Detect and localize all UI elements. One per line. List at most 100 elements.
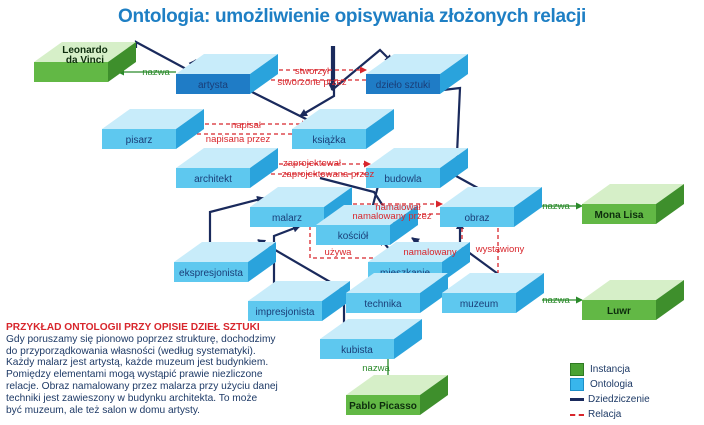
box-side <box>250 54 278 94</box>
node-label: impresjonista <box>256 307 315 318</box>
legend-label: Relacja <box>588 409 622 420</box>
box-side <box>516 273 544 313</box>
box-front <box>366 74 440 94</box>
description-heading: PRZYKŁAD ONTOLOGII PRZY OPISIE DZIEŁ SZT… <box>6 322 260 333</box>
node-label: muzeum <box>460 299 498 310</box>
relation-label: napisana przez <box>206 134 271 145</box>
node-ksiazka: książka <box>292 109 394 149</box>
box-front <box>366 168 440 188</box>
node-label: Luwr <box>607 306 631 317</box>
box-side <box>442 242 470 282</box>
box-top <box>440 187 542 207</box>
relation-label: wystawiony <box>475 244 525 255</box>
node-label: malarz <box>272 213 302 224</box>
legend-label: Instancja <box>590 364 631 375</box>
legend: Instancja Ontologia Dziedziczenie Relacj… <box>570 362 700 422</box>
node-pisarz: pisarz <box>102 109 204 149</box>
box-side <box>440 148 468 188</box>
box-side <box>440 54 468 94</box>
relation-label: zaprojektował <box>283 158 342 169</box>
box-top <box>366 54 468 74</box>
relation-line-swatch <box>570 413 584 416</box>
inheritance-line-swatch <box>570 398 584 401</box>
relation-label: namalowany przez <box>352 211 431 222</box>
node-label: architekt <box>194 174 232 185</box>
relation-label: namalowany <box>403 247 457 258</box>
node-dzielo: dzieło sztuki <box>366 54 468 94</box>
box-front <box>346 293 420 313</box>
relation-label: używa <box>325 247 353 258</box>
box-front <box>320 339 394 359</box>
box-side <box>420 375 448 415</box>
box-top <box>292 109 394 129</box>
inherit-dzielo <box>331 48 393 91</box>
relation-label: namalował <box>375 202 421 213</box>
node-label: kubista <box>341 345 373 356</box>
box-top <box>582 280 684 300</box>
node-impresjonista: impresjonista <box>248 281 350 321</box>
legend-label: Dziedziczenie <box>588 394 650 405</box>
description-line: Każdy malarz jest artystą, każde muzeum … <box>6 357 269 369</box>
box-front <box>250 207 324 227</box>
box-side <box>394 319 422 359</box>
instance-swatch <box>570 363 584 376</box>
box-side <box>420 273 448 313</box>
box-top <box>250 187 352 207</box>
box-side <box>656 184 684 224</box>
box-front <box>346 395 420 415</box>
box-top <box>368 242 470 262</box>
box-front <box>174 262 248 282</box>
diagram-title: Ontologia: umożliwienie opisywania złożo… <box>118 6 586 27</box>
node-label: obraz <box>464 213 489 224</box>
node-muzeum: muzeum <box>442 273 544 313</box>
node-architekt: architekt <box>176 148 278 188</box>
name-link-label: nazwa <box>142 67 170 78</box>
name-link-label: nazwa <box>542 201 570 212</box>
box-top <box>366 148 468 168</box>
description-line: Pomiędzy elementami mogą wystąpić prawie… <box>6 369 263 381</box>
box-top <box>176 148 278 168</box>
inherit-artysta <box>134 40 197 72</box>
box-top <box>34 42 136 62</box>
relation-label: zaprojektowana przez <box>282 169 375 180</box>
node-label: da Vinci <box>66 55 104 66</box>
node-label: Mona Lisa <box>595 210 644 221</box>
relation-label: stworzył <box>295 66 330 77</box>
relation-label: napisał <box>231 120 262 131</box>
description-line: techniki jest zawieszony w budynku archi… <box>6 392 258 404</box>
legend-ontology: Ontologia <box>570 377 700 392</box>
legend-label: Ontologia <box>590 379 633 390</box>
box-front <box>582 300 656 320</box>
description-text: PRZYKŁAD ONTOLOGII PRZY OPISIE DZIEŁ SZT… <box>6 322 341 416</box>
inherit-impresjonista-malarz <box>272 224 301 300</box>
node-monalisa: Mona Lisa <box>582 184 684 224</box>
name-link-label: nazwa <box>542 295 570 306</box>
legend-inheritance: Dziedziczenie <box>570 392 700 407</box>
node-label: książka <box>312 135 346 146</box>
box-side <box>390 205 418 245</box>
box-side <box>656 280 684 320</box>
box-side <box>248 242 276 282</box>
box-front <box>176 74 250 94</box>
box-side <box>250 148 278 188</box>
box-top <box>248 281 350 301</box>
box-front <box>440 207 514 227</box>
node-label: Leonardo <box>62 45 108 56</box>
name-link-label: nazwa <box>362 363 390 374</box>
node-budowla: budowla <box>366 148 468 188</box>
box-top <box>442 273 544 293</box>
node-obraz: obraz <box>440 187 542 227</box>
description-line: Gdy poruszamy się pionowo poprzez strukt… <box>6 333 276 345</box>
box-side <box>176 109 204 149</box>
box-front <box>582 204 656 224</box>
box-side <box>514 187 542 227</box>
box-top <box>346 375 448 395</box>
node-technika: technika <box>346 273 448 313</box>
description-line: być muzeum, ale też salon w domu artysty… <box>6 404 201 416</box>
node-kosciol: kościół <box>316 205 418 245</box>
box-top <box>320 319 422 339</box>
box-front <box>34 62 108 82</box>
node-picasso: Pablo Picasso <box>346 375 448 415</box>
